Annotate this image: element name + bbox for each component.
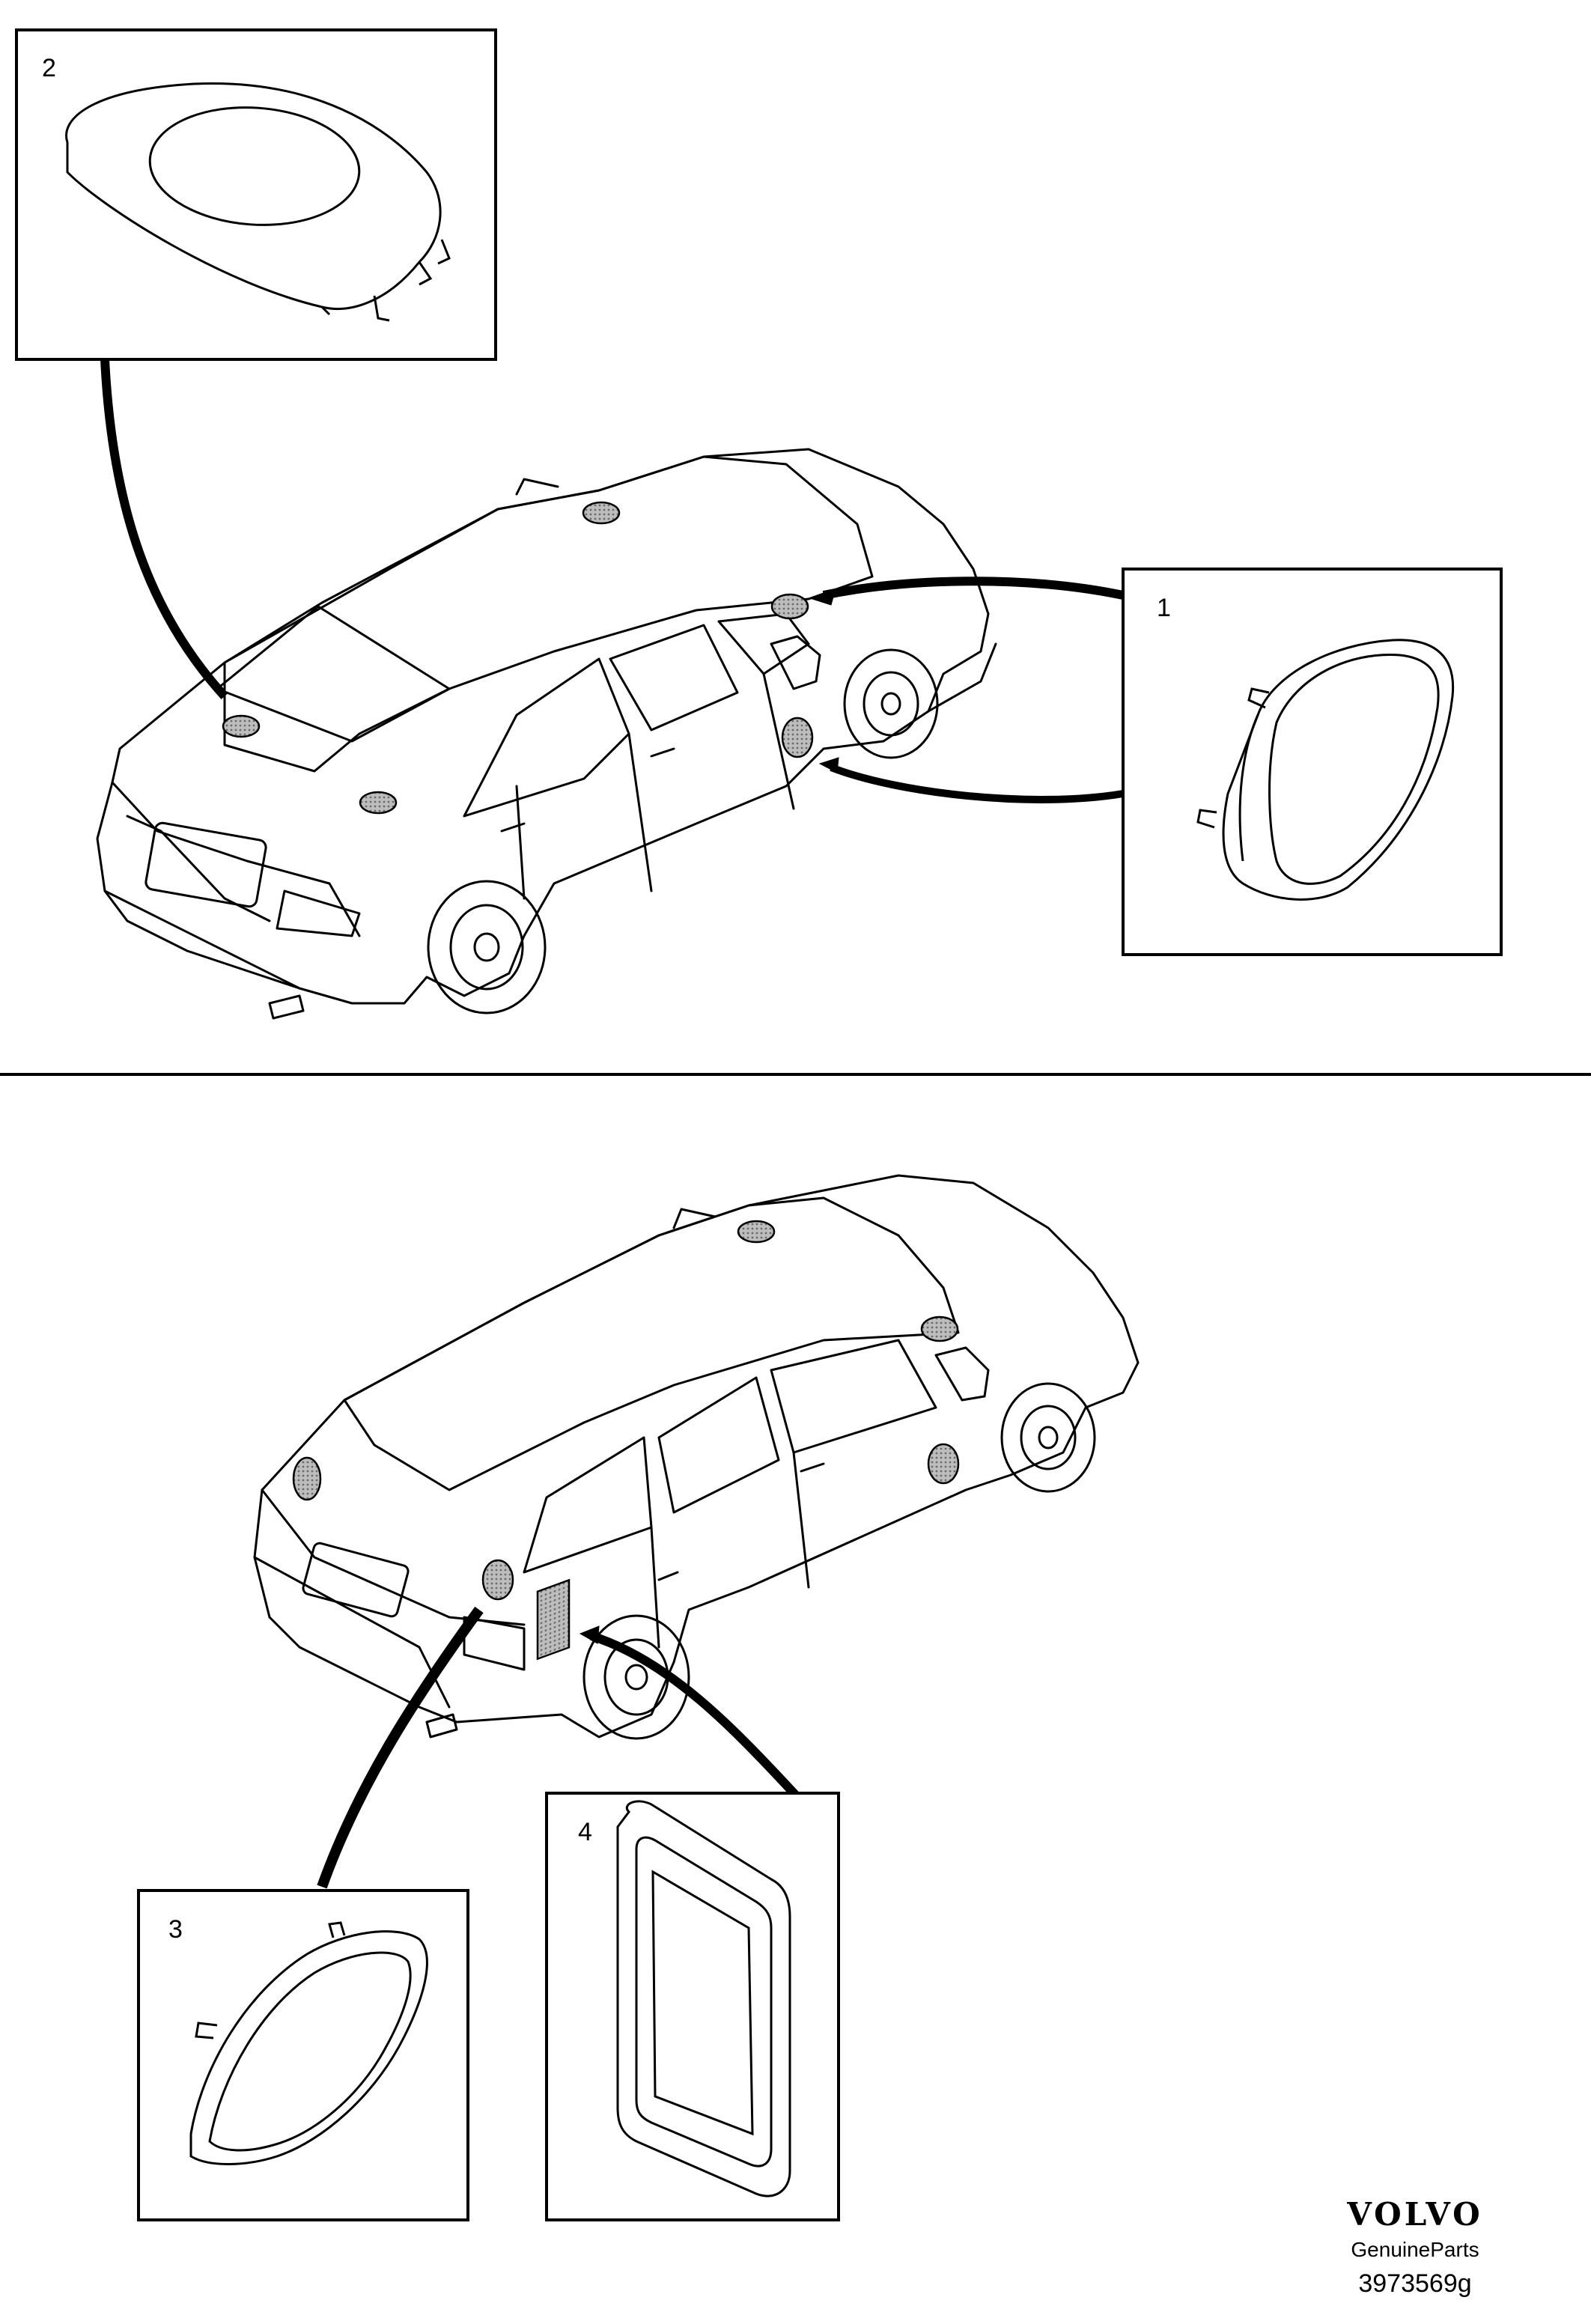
- marker-d-pillar: [481, 1559, 514, 1601]
- marker-a-pillar: [770, 593, 809, 620]
- sedan-illustration: [96, 448, 997, 1020]
- part-2-cover: [65, 82, 451, 322]
- sedan-markers: [222, 501, 814, 815]
- marker-roof-front: [737, 1220, 776, 1244]
- estate-markers: [292, 1220, 960, 1661]
- estate-illustration: [253, 1174, 1140, 1740]
- part-1-cover: [1196, 639, 1455, 901]
- diagram-reference: 3973569g: [1358, 2269, 1472, 2298]
- callout-number-1: 1: [1157, 594, 1171, 622]
- brand-subtitle: GenuineParts: [1351, 2238, 1479, 2261]
- part-4-cover: [616, 1800, 791, 2197]
- marker-side-panel: [536, 1578, 571, 1661]
- marker-a-pillar: [920, 1315, 959, 1342]
- sedan-leader-lines: [100, 359, 1125, 803]
- marker-door: [927, 1443, 960, 1485]
- marker-rear-right: [359, 791, 398, 815]
- marker-door: [781, 717, 814, 758]
- callout-number-3: 3: [168, 1915, 183, 1944]
- marker-roof-front: [582, 501, 621, 525]
- brand-block: VOLVO GenuineParts 3973569g: [1273, 2197, 1557, 2299]
- marker-rear-left: [222, 714, 261, 738]
- estate-leader-lines: [317, 1606, 801, 1889]
- part-3-cover: [189, 1921, 428, 2165]
- marker-tailgate-left: [292, 1456, 322, 1501]
- callout-number-2: 2: [42, 54, 56, 82]
- callout-box-2: 2: [15, 28, 497, 361]
- callout-number-4: 4: [578, 1818, 592, 1846]
- callout-box-1: 1: [1122, 568, 1503, 956]
- callout-box-4: 4: [545, 1792, 840, 2221]
- volvo-logo: VOLVO: [1347, 2196, 1483, 2233]
- callout-box-3: 3: [137, 1889, 469, 2221]
